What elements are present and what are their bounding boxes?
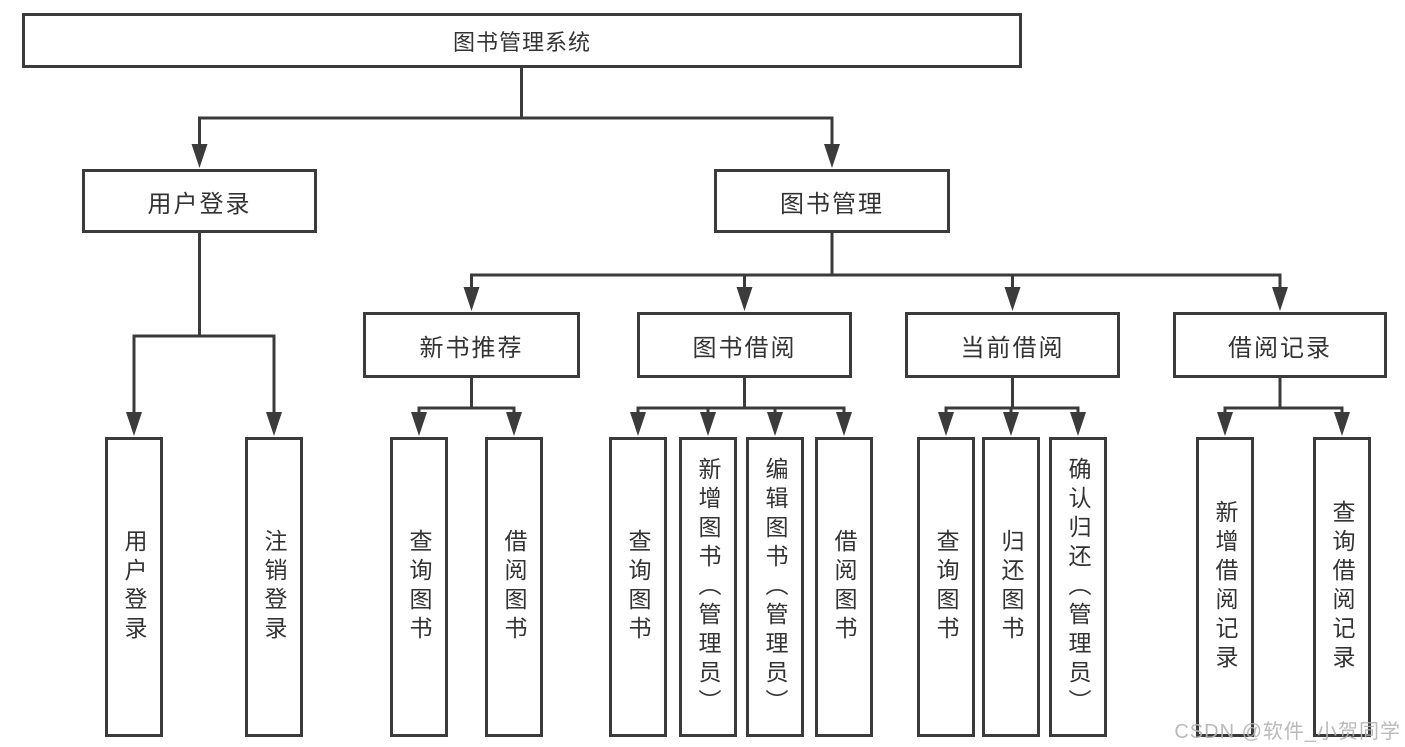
node-root: 图书管理系统 [22, 13, 1022, 68]
arrow-down-icon [767, 412, 783, 436]
node-current-borrow: 当前借阅 [905, 312, 1120, 378]
arrow-down-icon [736, 287, 753, 311]
arrow-down-icon [630, 412, 646, 436]
arrow-down-icon [411, 412, 427, 436]
arrow-down-icon [836, 412, 852, 436]
node-borrow-records: 借阅记录 [1173, 312, 1387, 378]
arrow-down-icon [191, 144, 208, 168]
arrow-down-icon [1003, 412, 1019, 436]
leaf-records-query-record: 查询借阅记录 [1313, 437, 1371, 737]
node-book-management: 图书管理 [714, 169, 950, 233]
leaf-borrow-add-books-admin: 新增图书（管理员） [679, 437, 737, 737]
arrow-down-icon [1272, 287, 1288, 311]
arrow-down-icon [506, 412, 522, 436]
leaf-recommend-query-books: 查询图书 [390, 437, 448, 737]
arrow-down-icon [1004, 287, 1021, 311]
leaf-borrow-query-books: 查询图书 [609, 437, 667, 737]
leaf-borrow-edit-books-admin: 编辑图书（管理员） [746, 437, 804, 737]
arrow-down-icon [1334, 412, 1350, 436]
node-book-borrow: 图书借阅 [637, 312, 852, 378]
leaf-recommend-borrow-books: 借阅图书 [485, 437, 543, 737]
arrow-down-icon [938, 412, 954, 436]
watermark: CSDN @软件_小贺同学 [1174, 721, 1401, 743]
leaf-user-login: 用户登录 [105, 437, 163, 737]
arrow-down-icon [126, 412, 142, 436]
arrow-down-icon [824, 144, 840, 168]
node-user-login: 用户登录 [82, 169, 317, 233]
arrow-down-icon [266, 412, 282, 436]
arrow-down-icon [700, 412, 716, 436]
arrow-down-icon [1070, 412, 1086, 436]
node-new-book-recommend: 新书推荐 [363, 312, 580, 378]
leaf-current-return-books: 归还图书 [982, 437, 1040, 737]
leaf-current-confirm-return-admin: 确认归还（管理员） [1049, 437, 1107, 737]
leaf-records-add-record: 新增借阅记录 [1196, 437, 1254, 737]
arrow-down-icon [463, 287, 480, 311]
leaf-current-query-books: 查询图书 [917, 437, 975, 737]
arrow-down-icon [1217, 412, 1233, 436]
leaf-borrow-borrow-books: 借阅图书 [815, 437, 873, 737]
leaf-logout: 注销登录 [245, 437, 303, 737]
